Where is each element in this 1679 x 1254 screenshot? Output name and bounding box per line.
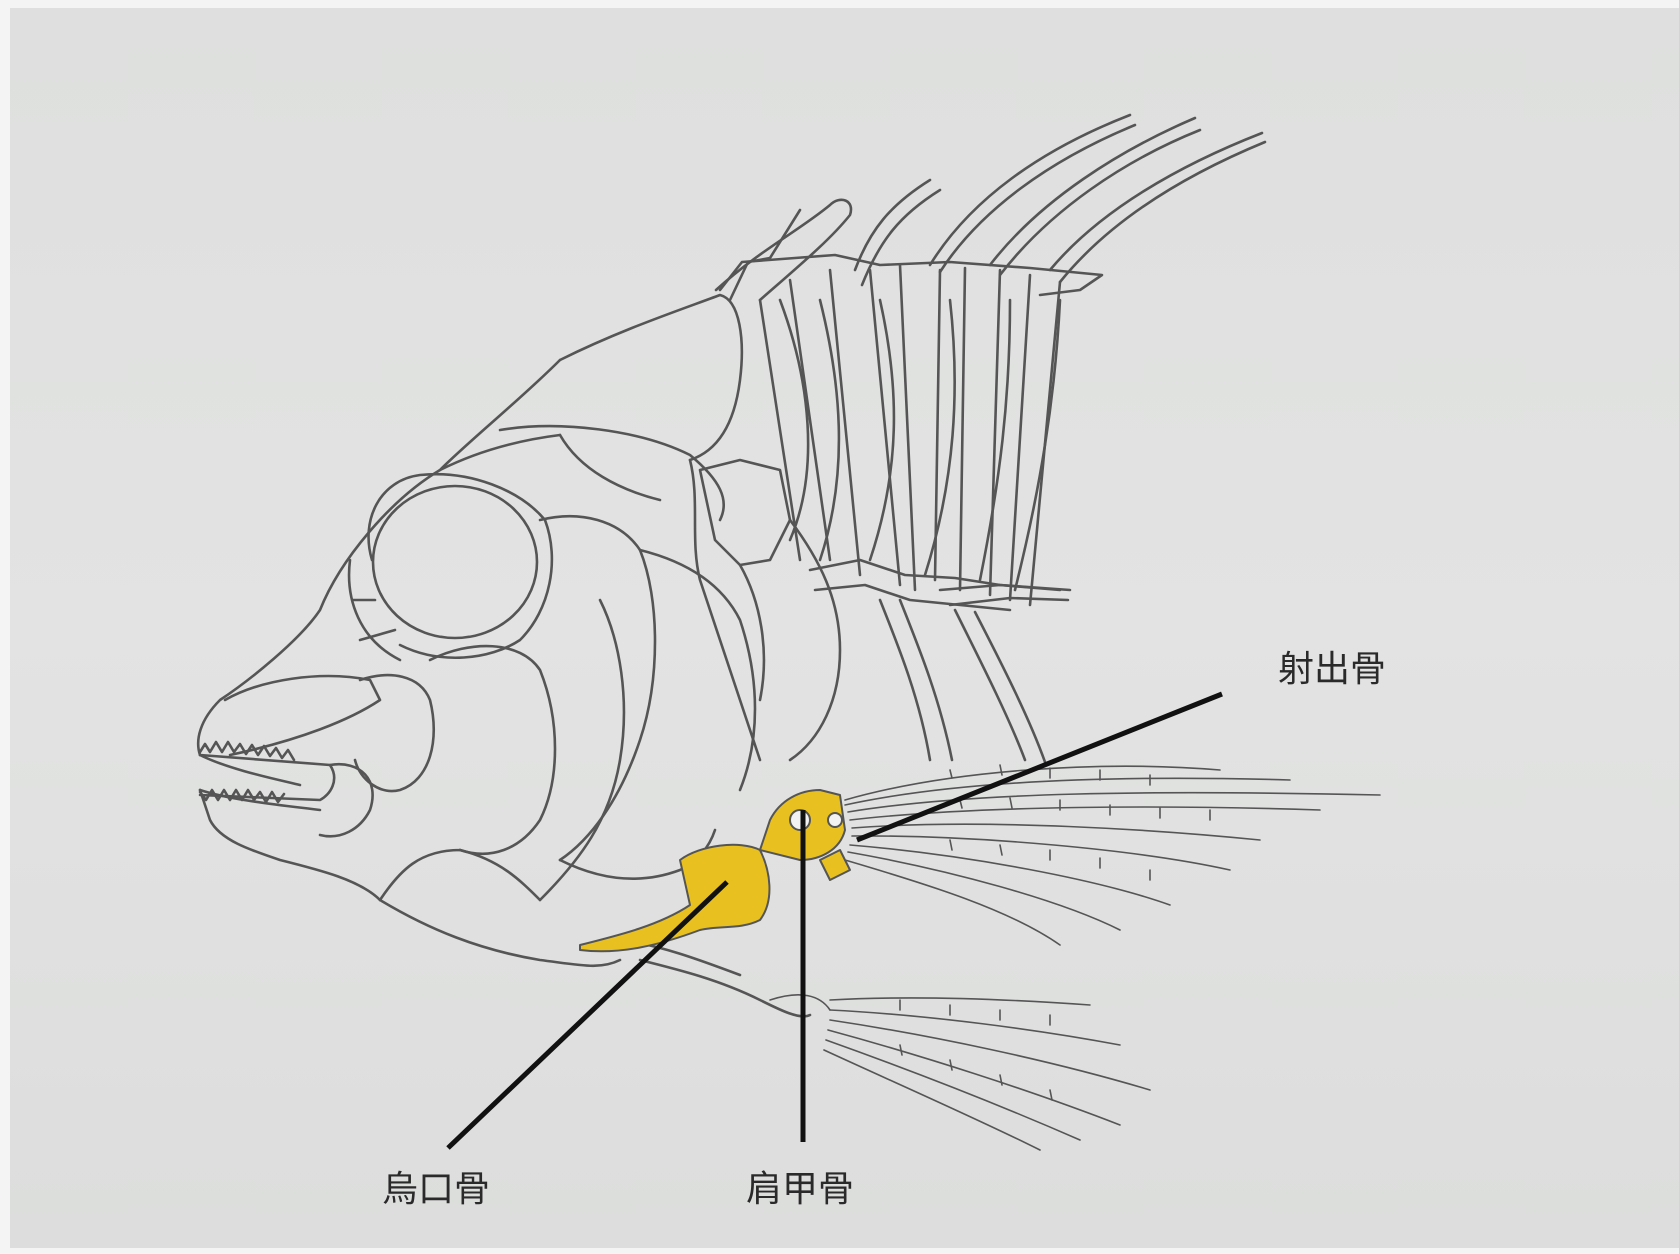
- jaws: [200, 676, 380, 836]
- eye-orbit: [349, 474, 552, 660]
- leader-lines: [448, 694, 1222, 1148]
- opercular-bones: [355, 460, 840, 1016]
- skull-outline: [198, 295, 760, 966]
- label-coracoid: 烏口骨: [382, 1172, 490, 1208]
- pelvic-fin-rays: [770, 995, 1150, 1150]
- pectoral-fin-rays: [845, 765, 1380, 945]
- label-scapula: 肩甲骨: [746, 1172, 854, 1208]
- leader-line-coracoid: [448, 882, 727, 1148]
- label-radial: 射出骨: [1278, 652, 1386, 688]
- highlighted-bones: [580, 790, 850, 951]
